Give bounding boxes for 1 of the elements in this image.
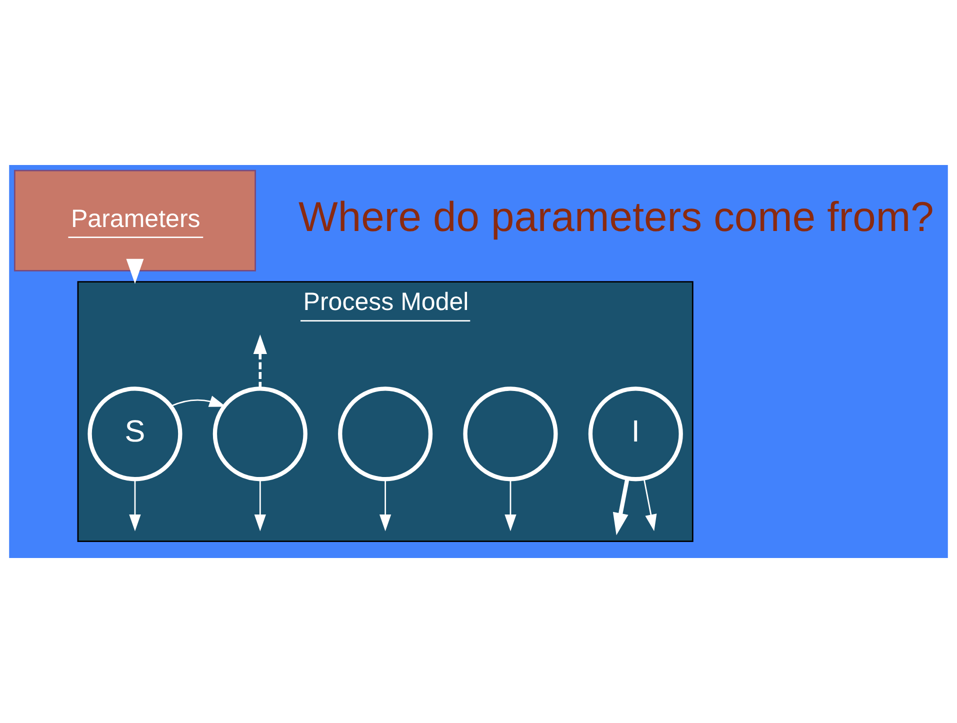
label: Where do parameters come from? — [298, 193, 934, 240]
